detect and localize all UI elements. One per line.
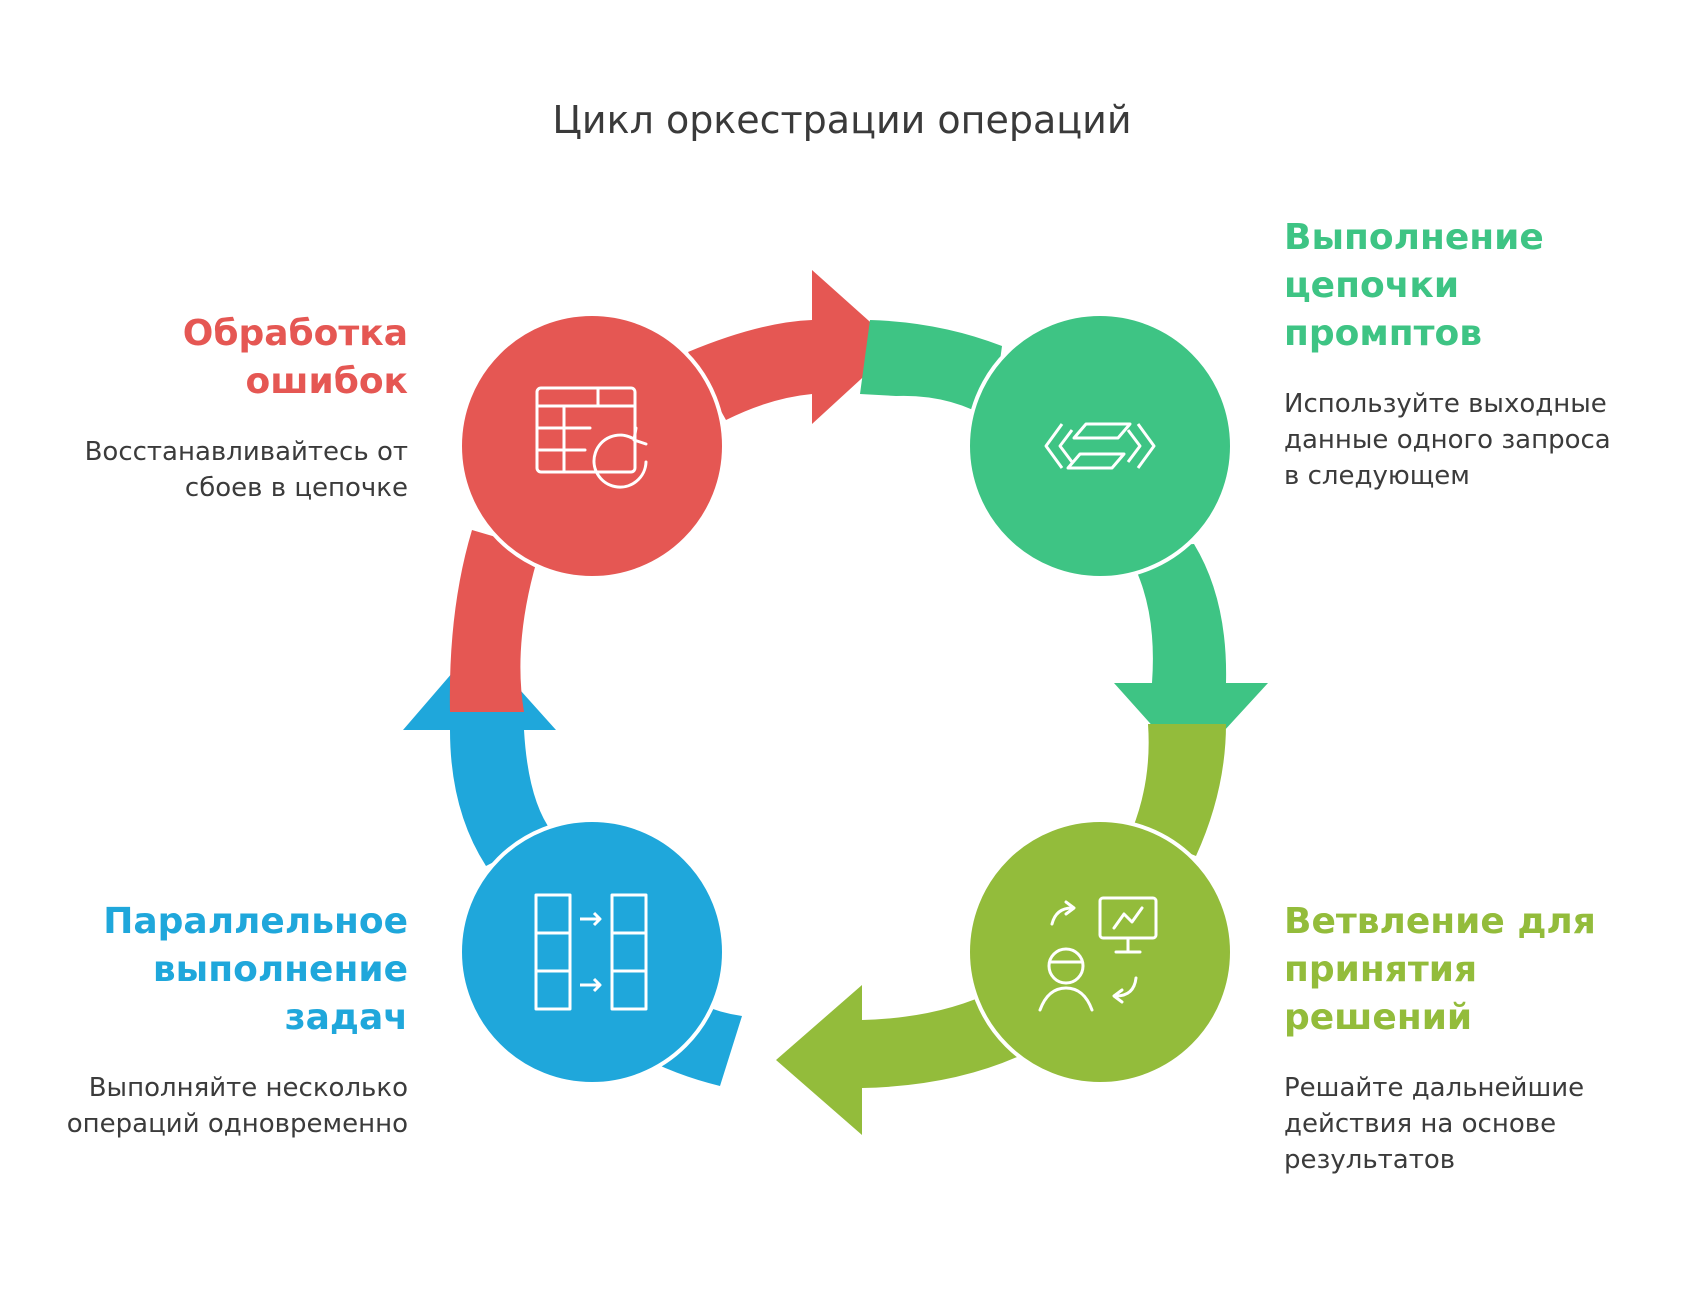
step-parallel: Параллельное выполнение задач Выполняйте… — [48, 898, 408, 1142]
step-error-handling: Обработка ошибок Восстанавливайтесь от с… — [48, 310, 408, 506]
parallel-columns-icon — [534, 893, 648, 1011]
step-prompt-chain: Выполнение цепочки промптов Используйте … — [1284, 214, 1644, 494]
arrow-lime-to-blue — [776, 985, 1032, 1135]
step-description: Выполняйте несколько операций одновремен… — [66, 1073, 408, 1139]
step-description: Решайте дальнейшие действия на основе ре… — [1284, 1073, 1585, 1175]
step-heading: Выполнение цепочки промптов — [1284, 217, 1544, 354]
step-heading: Обработка ошибок — [182, 313, 408, 402]
decision-person-icon — [1038, 896, 1158, 1012]
step-branching: Ветвление для принятия решений Решайте д… — [1284, 898, 1644, 1178]
step-heading: Параллельное выполнение задач — [103, 901, 408, 1038]
arrows-exchange-icon — [1044, 422, 1156, 470]
step-description: Используйте выходные данные одного запро… — [1284, 389, 1611, 491]
arrow-red-to-green — [688, 270, 897, 424]
table-refresh-icon — [535, 386, 648, 489]
step-heading: Ветвление для принятия решений — [1284, 901, 1596, 1038]
step-description: Восстанавливайтесь от сбоев в цепочке — [84, 437, 408, 503]
arrow-green-to-lime — [1114, 544, 1268, 768]
circle-prompt-chain — [966, 312, 1234, 580]
circle-error-handling — [458, 312, 726, 580]
circle-parallel — [458, 818, 726, 1086]
diagram-title: Цикл оркестрации операций — [552, 98, 1132, 142]
circle-branching — [966, 818, 1234, 1086]
